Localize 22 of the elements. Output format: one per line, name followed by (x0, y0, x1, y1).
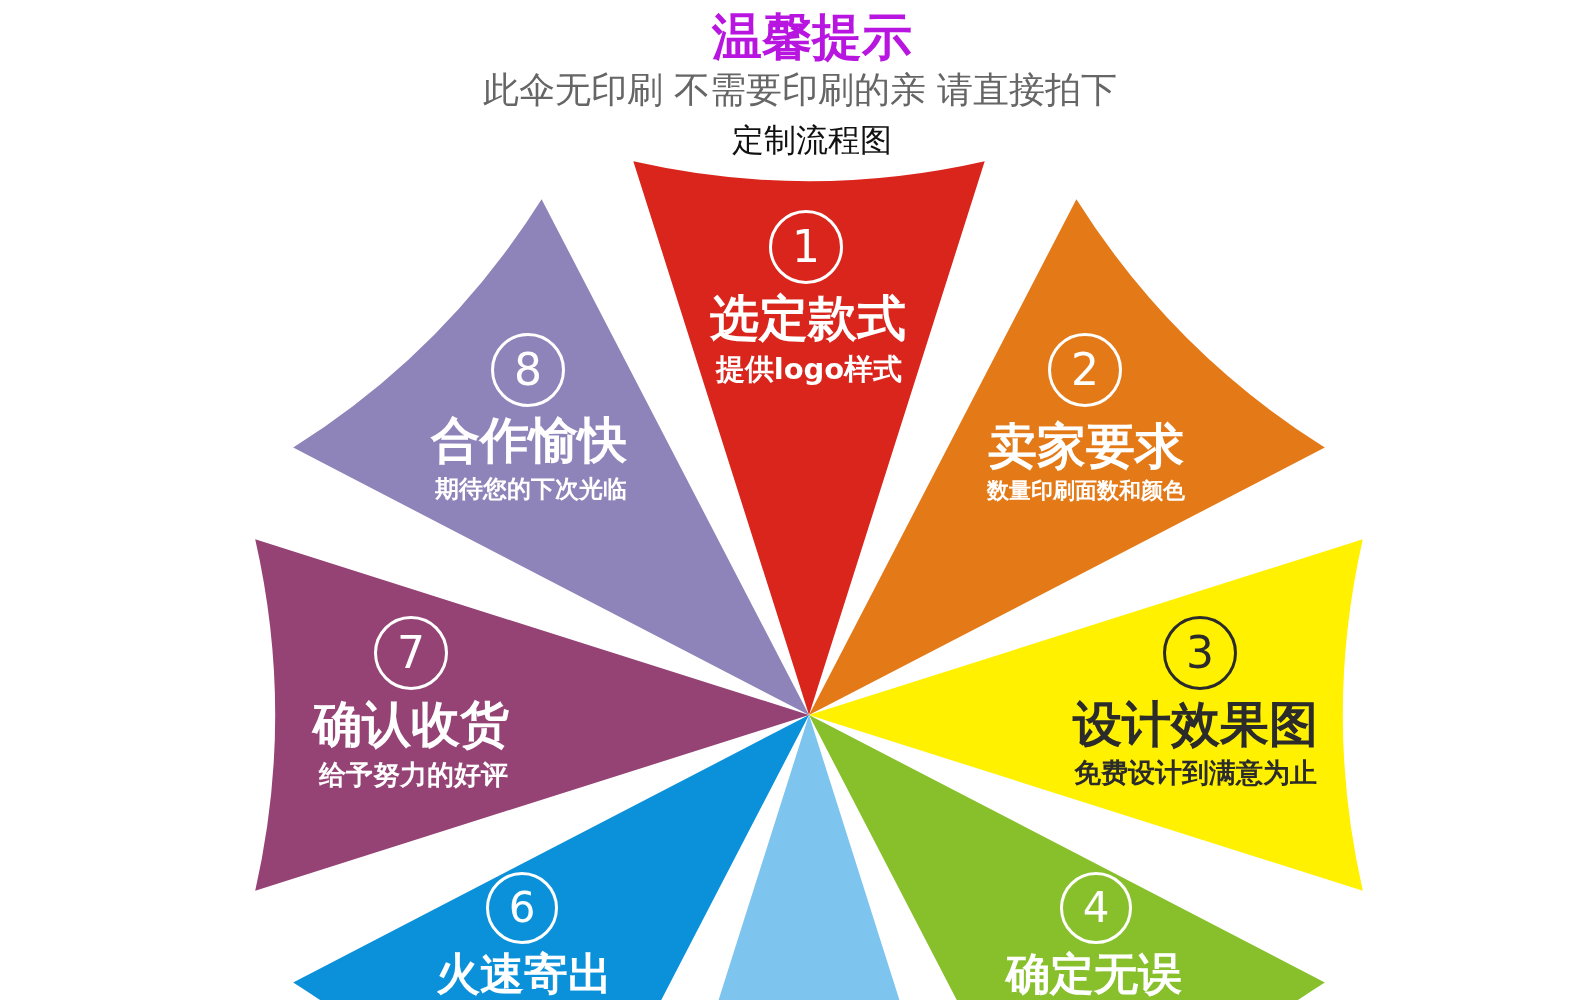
step-title: 设计效果图 (1072, 699, 1318, 749)
step-description: 期待您的下次光临 (435, 477, 627, 501)
step-title: 确定无误 (1006, 952, 1182, 996)
step-title: 卖家要求 (988, 421, 1184, 471)
step-title: 合作愉快 (431, 415, 627, 465)
number-circle: 7 (374, 616, 448, 690)
title: 温馨提示 (712, 12, 912, 62)
step-title: 选定款式 (710, 293, 906, 343)
step-title: 火速寄出 (436, 952, 612, 996)
number-circle: 6 (486, 872, 558, 944)
number-circle: 8 (491, 333, 565, 407)
step-description: 给予努力的好评 (318, 760, 508, 788)
number-circle: 2 (1048, 333, 1122, 407)
number-circle: 1 (769, 210, 843, 284)
step-description: 免费设计到满意为止 (1073, 758, 1317, 786)
notice-text: 此伞无印刷 不需要印刷的亲 请直接拍下 (482, 72, 1118, 108)
number-circle: 4 (1060, 872, 1132, 944)
step-description: 提供logo样式 (715, 354, 903, 384)
step-title: 确认收货 (313, 699, 509, 749)
step-description: 数量印刷面数和颜色 (987, 480, 1185, 502)
subtitle: 定制流程图 (732, 124, 892, 156)
number-circle: 3 (1163, 616, 1237, 690)
